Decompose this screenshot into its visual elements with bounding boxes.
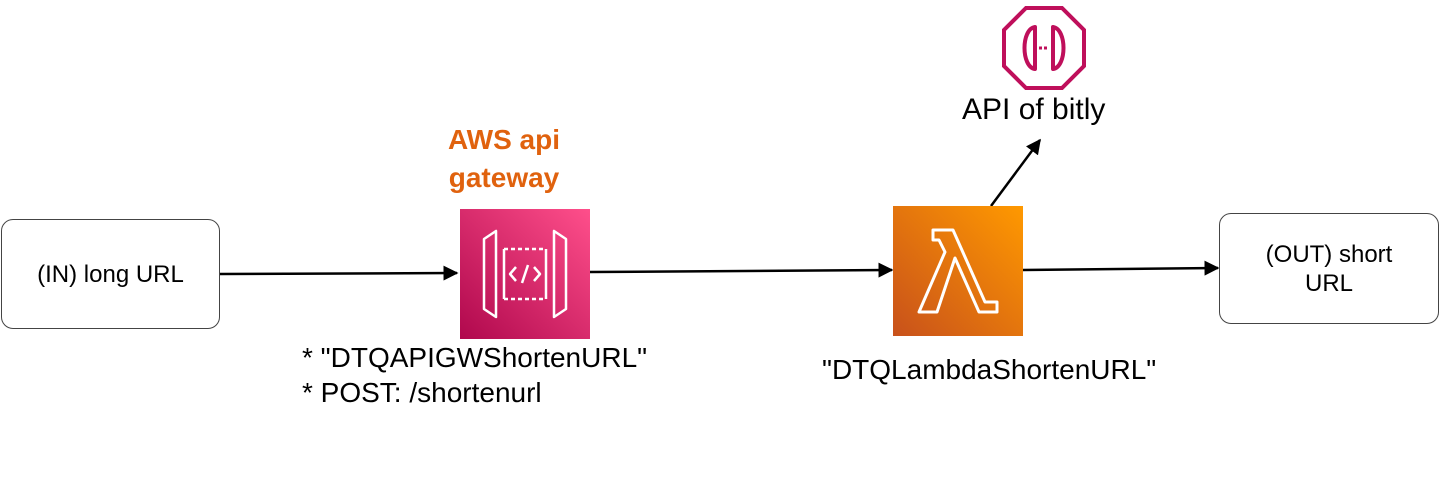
- api-gateway-method: * POST: /shortenurl: [302, 377, 542, 408]
- output-box-line2: URL: [1304, 269, 1353, 297]
- api-gateway-title-line1: AWS api: [447, 124, 560, 155]
- arrow-in-to-gateway: [219, 265, 459, 281]
- api-gateway-title: AWS api gateway: [400, 121, 608, 197]
- input-box-label: (IN) long URL: [37, 260, 184, 288]
- output-box: (OUT) short URL: [1219, 213, 1439, 324]
- api-gateway-name: * "DTQAPIGWShortenURL": [302, 342, 648, 373]
- external-api-label: API of bitly: [962, 93, 1106, 126]
- api-gateway-details: * "DTQAPIGWShortenURL" * POST: /shortenu…: [302, 340, 647, 410]
- arrow-lambda-to-out: [1022, 260, 1220, 276]
- input-box: (IN) long URL: [1, 219, 220, 329]
- output-box-line1: (OUT) short: [1265, 240, 1393, 268]
- http-endpoint-icon: [1002, 6, 1086, 90]
- arrow-lambda-to-bitly: [989, 138, 1042, 207]
- lambda-icon: [893, 206, 1023, 336]
- arrow-gateway-to-lambda: [589, 262, 894, 278]
- api-gateway-icon: [460, 209, 590, 339]
- api-gateway-title-line2: gateway: [448, 162, 560, 193]
- lambda-name: "DTQLambdaShortenURL": [822, 354, 1157, 385]
